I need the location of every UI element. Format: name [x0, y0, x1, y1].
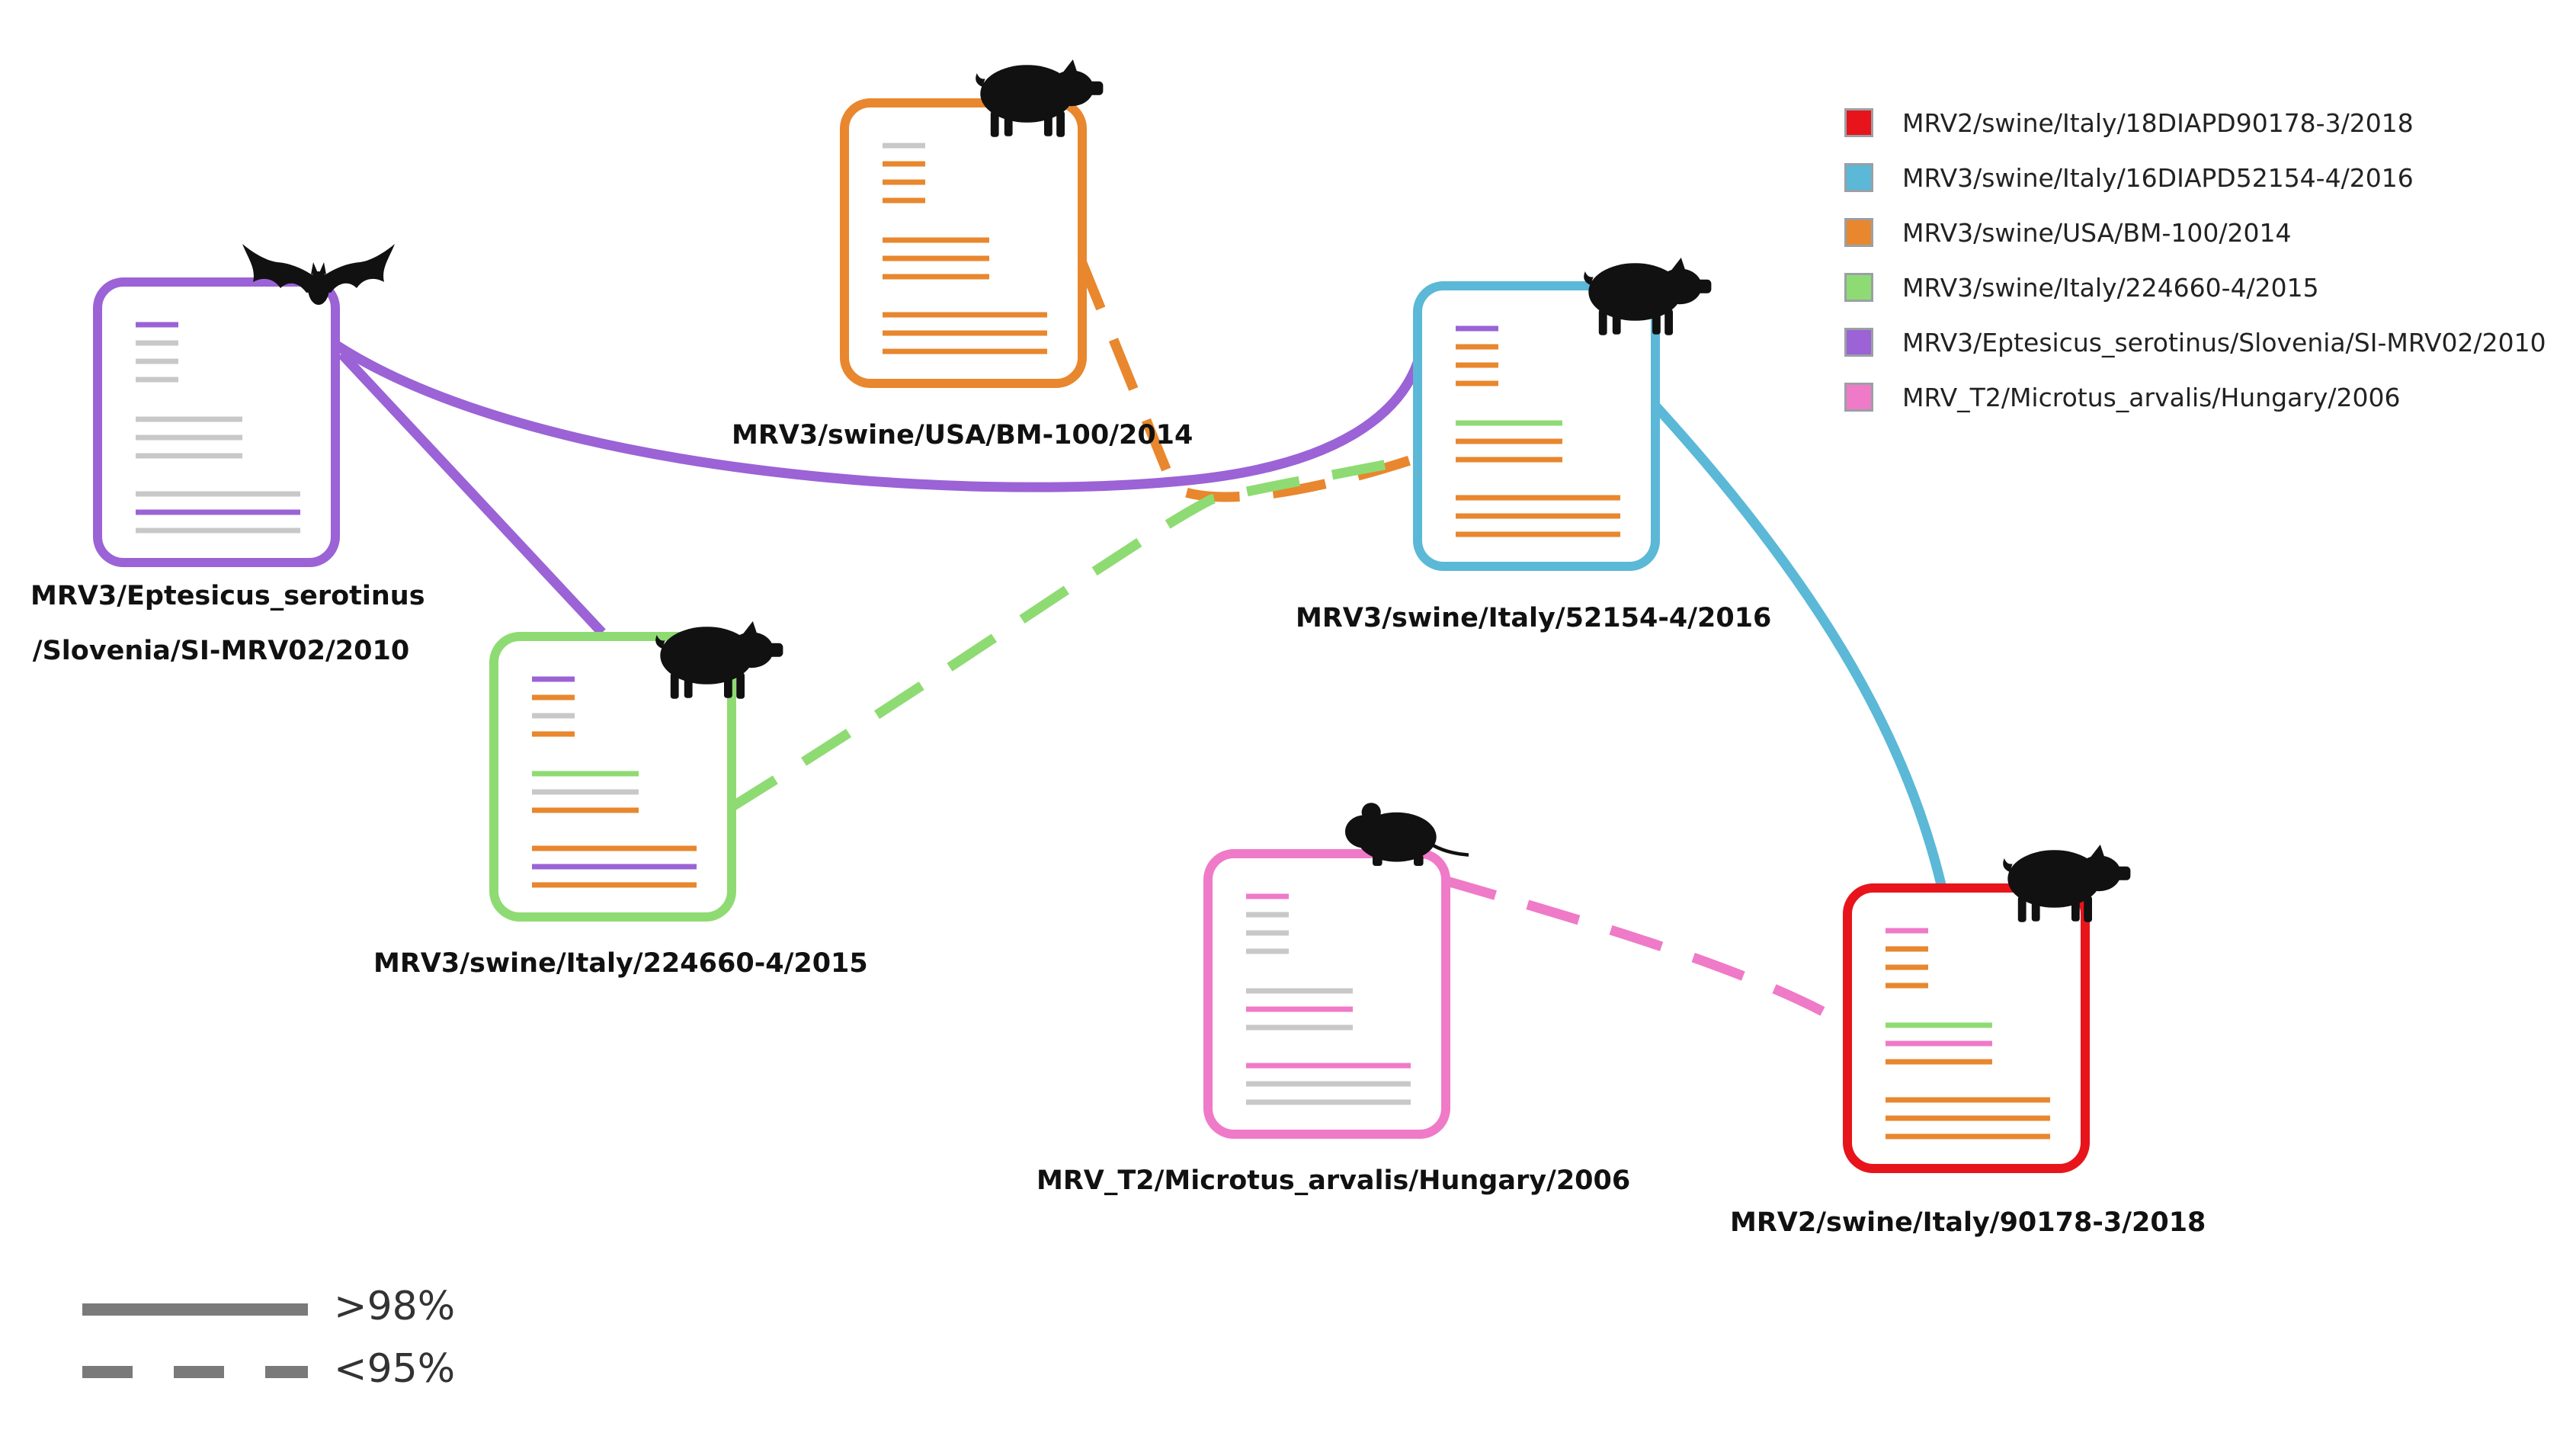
- genome-box-italy2018: [1843, 883, 2090, 1173]
- genome-node-italy2015: [489, 621, 783, 922]
- legend-item: MRV_T2/Microtus_arvalis/Hungary/2006: [1844, 370, 2546, 425]
- legend-item: MRV3/swine/USA/BM-100/2014: [1844, 205, 2546, 260]
- links-layer: [332, 257, 1947, 1030]
- legend-label: MRV_T2/Microtus_arvalis/Hungary/2006: [1902, 382, 2401, 412]
- legend-label: MRV3/Eptesicus_serotinus/Slovenia/SI-MRV…: [1902, 327, 2546, 357]
- link-italy2015-italy2016: [727, 452, 1421, 813]
- node-label-bat-line1: MRV3/Eptesicus_serotinus: [30, 581, 425, 611]
- node-label-hungary: MRV_T2/Microtus_arvalis/Hungary/2006: [1036, 1165, 1631, 1196]
- node-label-bat-line2: /Slovenia/SI-MRV02/2010: [32, 636, 410, 666]
- genome-node-hungary: [1203, 803, 1469, 1139]
- legend-label: MRV3/swine/Italy/16DIAPD52154-4/2016: [1902, 162, 2414, 193]
- node-label-italy2015: MRV3/swine/Italy/224660-4/2015: [373, 948, 868, 979]
- link-italy2016-italy2018: [1650, 400, 1947, 890]
- legend-swatch: [1844, 328, 1873, 357]
- node-label-usa: MRV3/swine/USA/BM-100/2014: [732, 420, 1193, 450]
- genome-box-bat: [93, 277, 340, 567]
- genome-box-usa: [840, 98, 1087, 388]
- genome-node-usa: [840, 59, 1104, 388]
- node-label-bat: MRV3/Eptesicus_serotinus /Slovenia/SI-MR…: [30, 569, 425, 678]
- legend-item: MRV3/swine/Italy/16DIAPD52154-4/2016: [1844, 150, 2546, 205]
- node-label-italy2018: MRV2/swine/Italy/90178-3/2018: [1730, 1207, 2206, 1238]
- legend-item: MRV3/swine/Italy/224660-4/2015: [1844, 260, 2546, 315]
- key-dashed-label: <95%: [334, 1346, 456, 1392]
- genome-node-italy2018: [1843, 845, 2131, 1173]
- legend-swatch: [1844, 108, 1873, 137]
- nodes-layer: [93, 59, 2131, 1173]
- legend-swatch: [1844, 273, 1873, 302]
- genome-node-bat: [93, 244, 395, 567]
- node-label-italy2016: MRV3/swine/Italy/52154-4/2016: [1296, 603, 1772, 633]
- key-solid-label: >98%: [334, 1284, 456, 1329]
- legend-swatch: [1844, 383, 1873, 412]
- link-usa-italy2016: [1075, 257, 1421, 502]
- legend-label: MRV3/swine/USA/BM-100/2014: [1902, 217, 2292, 248]
- legend-swatch: [1844, 163, 1873, 192]
- link-bat-italy2016: [332, 340, 1424, 492]
- legend-item: MRV3/Eptesicus_serotinus/Slovenia/SI-MRV…: [1844, 315, 2546, 370]
- genome-box-hungary: [1203, 849, 1450, 1139]
- legend-item: MRV2/swine/Italy/18DIAPD90178-3/2018: [1844, 95, 2546, 150]
- genome-node-italy2016: [1413, 258, 1712, 571]
- identity-key: [82, 1303, 308, 1378]
- legend-label: MRV3/swine/Italy/224660-4/2015: [1902, 272, 2319, 303]
- link-hungary-italy2018: [1443, 875, 1850, 1030]
- legend-swatch: [1844, 218, 1873, 247]
- legend-label: MRV2/swine/Italy/18DIAPD90178-3/2018: [1902, 107, 2414, 138]
- legend: MRV2/swine/Italy/18DIAPD90178-3/2018 MRV…: [1844, 95, 2546, 425]
- link-bat-italy2015: [338, 350, 606, 636]
